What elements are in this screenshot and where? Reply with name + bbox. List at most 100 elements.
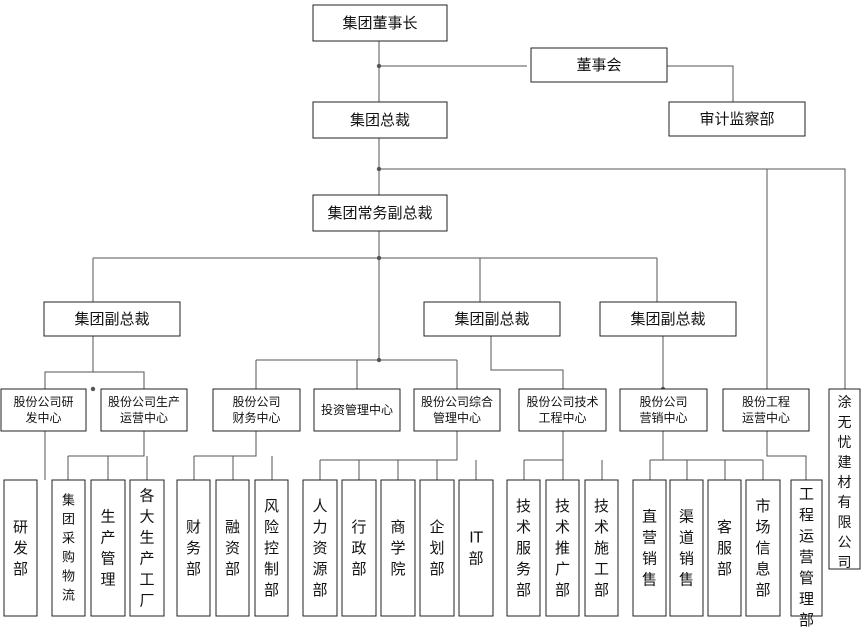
node-finance: 财务部 xyxy=(176,479,211,617)
node-service: 客服部 xyxy=(707,479,742,617)
node-box xyxy=(43,301,181,337)
node-label: 集团采购物流 xyxy=(62,492,75,603)
node-box xyxy=(176,479,211,617)
node-channelsales: 渠道销售 xyxy=(669,479,704,617)
connector-line xyxy=(650,431,664,461)
connector-line xyxy=(524,431,564,461)
node-box xyxy=(790,479,823,617)
node-ceo: 集团总裁 xyxy=(312,101,448,139)
junction-dot xyxy=(376,357,382,363)
node-box xyxy=(668,101,806,137)
connector-line xyxy=(490,336,564,389)
node-box xyxy=(215,479,250,617)
node-box xyxy=(423,301,561,337)
connector-line xyxy=(68,431,145,457)
node-box xyxy=(51,479,86,617)
node-box xyxy=(129,479,165,617)
node-board: 董事会 xyxy=(530,47,668,83)
node-box xyxy=(3,479,38,617)
node-box xyxy=(530,47,668,83)
node-college: 商学院 xyxy=(380,479,416,617)
junction-dot xyxy=(376,255,382,261)
node-box xyxy=(518,388,607,432)
connector-line xyxy=(93,371,145,389)
node-hr: 人力资源部 xyxy=(302,479,338,617)
node-risk: 风险控制部 xyxy=(254,479,289,617)
node-box xyxy=(413,388,501,432)
node-chairman: 集团董事长 xyxy=(312,4,448,42)
node-financing: 融资部 xyxy=(215,479,250,617)
node-label: 渠道销售 xyxy=(679,508,694,589)
node-label: 研发部 xyxy=(13,518,28,578)
node-box xyxy=(419,479,455,617)
node-evp: 集团常务副总裁 xyxy=(312,194,448,232)
node-label: 直营销售 xyxy=(642,508,657,589)
node-marketinfo: 市场信息部 xyxy=(745,479,781,617)
node-label: 股份公司综合管理中心 xyxy=(421,394,493,425)
connector-line xyxy=(194,431,257,457)
node-vp3: 集团副总裁 xyxy=(599,301,737,337)
node-box xyxy=(669,479,704,617)
node-label: 股份公司技术工程中心 xyxy=(526,395,598,425)
node-box xyxy=(302,479,338,617)
node-engmgmt: 工程运营管理部 xyxy=(790,479,823,629)
node-tuwu: 涂无忧建材有限公司 xyxy=(828,388,861,571)
node-box xyxy=(722,388,810,432)
node-label: 集团常务副总裁 xyxy=(327,204,432,222)
node-label: 董事会 xyxy=(576,56,621,74)
node-factories: 各大生产工厂 xyxy=(129,479,165,617)
node-label: 涂无忧建材有限公司 xyxy=(838,395,852,571)
node-label: 投资管理中心 xyxy=(321,402,393,417)
connector-line xyxy=(44,336,94,389)
node-box xyxy=(458,479,494,617)
node-label: 客服部 xyxy=(717,518,732,578)
node-rnd-center: 股份公司研发中心 xyxy=(0,388,87,432)
junction-dot xyxy=(376,166,382,172)
node-admin-center: 股份公司综合管理中心 xyxy=(413,388,501,432)
node-box xyxy=(312,101,448,139)
node-label: 股份公司财务中心 xyxy=(232,395,280,425)
node-label: 行政部 xyxy=(351,518,366,578)
node-box xyxy=(707,479,742,617)
node-box xyxy=(745,479,781,617)
node-box xyxy=(312,4,448,42)
node-box xyxy=(619,388,708,432)
node-box xyxy=(380,479,416,617)
node-label: 融资部 xyxy=(225,518,240,578)
node-label: 股份公司研发中心 xyxy=(13,395,73,425)
node-purchase: 集团采购物流 xyxy=(51,479,86,617)
node-box xyxy=(506,479,541,617)
node-label: 集团副总裁 xyxy=(630,310,705,328)
node-label: 审计监察部 xyxy=(699,110,774,128)
node-label: 集团总裁 xyxy=(350,111,410,129)
connector-line xyxy=(379,168,846,389)
node-label: 财务部 xyxy=(186,518,201,578)
node-admin: 行政部 xyxy=(341,479,377,617)
connector-line xyxy=(320,431,458,461)
node-label: 风险控制部 xyxy=(264,497,279,599)
node-label: 技术服务部 xyxy=(516,497,531,599)
node-box xyxy=(254,479,289,617)
node-label: 股份公司营销中心 xyxy=(639,395,687,425)
node-techpromo: 技术推广部 xyxy=(545,479,580,617)
node-label: 企划部 xyxy=(429,518,444,578)
node-label: 股份公司生产运营中心 xyxy=(108,395,180,425)
node-box xyxy=(341,479,377,617)
node-box xyxy=(212,388,301,432)
node-fin-center: 股份公司财务中心 xyxy=(212,388,301,432)
node-audit: 审计监察部 xyxy=(668,101,806,137)
node-techconstr: 技术施工部 xyxy=(584,479,619,617)
node-tech-center: 股份公司技术工程中心 xyxy=(518,388,607,432)
node-prod-center: 股份公司生产运营中心 xyxy=(100,388,188,432)
node-invest-center: 投资管理中心 xyxy=(313,388,401,432)
node-techservice: 技术服务部 xyxy=(506,479,541,617)
node-planning: 企划部 xyxy=(419,479,455,617)
node-label: 集团副总裁 xyxy=(74,310,149,328)
node-label: 集团副总裁 xyxy=(454,310,529,328)
node-label: 生产管理 xyxy=(100,508,115,589)
node-box xyxy=(599,301,737,337)
node-box xyxy=(584,479,619,617)
node-box xyxy=(90,479,126,617)
